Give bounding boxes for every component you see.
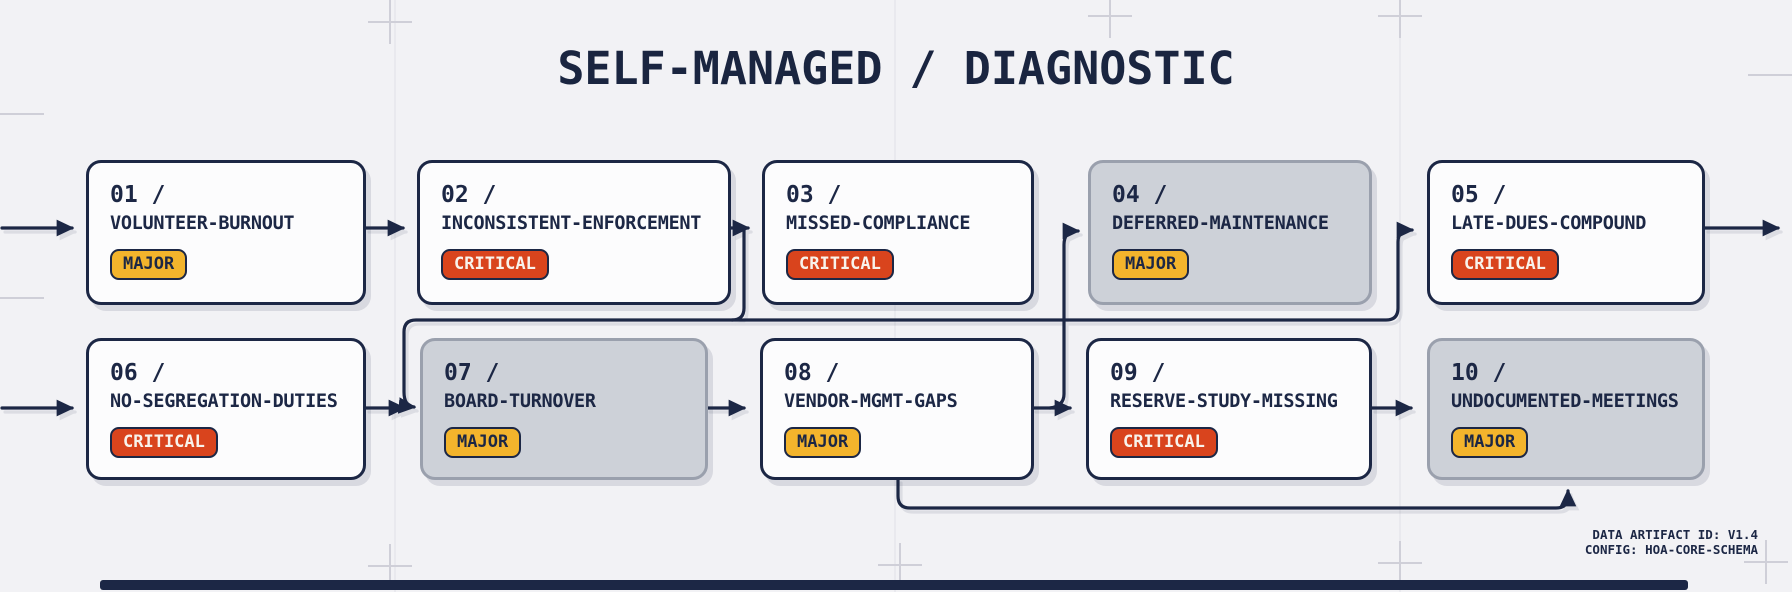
edge-08-loop-to-10 xyxy=(896,477,1577,510)
edge-08-to-04 xyxy=(1048,222,1081,410)
data-artifact-caption: DATA ARTIFACT ID: V1.4 CONFIG: HOA-CORE-… xyxy=(1585,527,1758,557)
node-10-undocumented-meetings: 10 / UNDOCUMENTED-MEETINGS MAJOR xyxy=(1427,338,1705,480)
node-number: 10 / xyxy=(1451,360,1507,386)
edge-bus-left-to-07 xyxy=(397,228,746,414)
node-label: INCONSISTENT-ENFORCEMENT xyxy=(441,213,702,234)
node-09-reserve-study-missing: 09 / RESERVE-STUDY-MISSING CRITICAL xyxy=(1086,338,1372,480)
node-label: NO-SEGREGATION-DUTIES xyxy=(110,391,338,412)
node-number: 09 / xyxy=(1110,360,1166,386)
node-01-volunteer-burnout: 01 / VOLUNTEER-BURNOUT MAJOR xyxy=(86,160,366,305)
artifact-id-line: DATA ARTIFACT ID: V1.4 xyxy=(1592,527,1758,542)
node-number: 06 / xyxy=(110,360,166,386)
node-03-missed-compliance: 03 / MISSED-COMPLIANCE CRITICAL xyxy=(762,160,1034,305)
page-title: SELF-MANAGED / DIAGNOSTIC xyxy=(557,42,1235,95)
node-number: 02 / xyxy=(441,182,497,208)
edge-bus-right-to-05 xyxy=(730,221,1415,322)
node-number: 01 / xyxy=(110,182,166,208)
node-label: LATE-DUES-COMPOUND xyxy=(1451,213,1647,234)
node-08-vendor-mgmt-gaps: 08 / VENDOR-MGMT-GAPS MAJOR xyxy=(760,338,1034,480)
node-number: 08 / xyxy=(784,360,840,386)
severity-badge: CRITICAL xyxy=(441,249,549,280)
node-04-deferred-maintenance: 04 / DEFERRED-MAINTENANCE MAJOR xyxy=(1088,160,1372,305)
severity-badge: CRITICAL xyxy=(110,427,218,458)
severity-badge: MAJOR xyxy=(1112,249,1190,280)
severity-badge: MAJOR xyxy=(110,249,188,280)
severity-badge: CRITICAL xyxy=(1110,427,1218,458)
node-05-late-dues-compound: 05 / LATE-DUES-COMPOUND CRITICAL xyxy=(1427,160,1705,305)
severity-badge: CRITICAL xyxy=(1451,249,1559,280)
severity-badge: MAJOR xyxy=(1451,427,1529,458)
node-label: DEFERRED-MAINTENANCE xyxy=(1112,213,1329,234)
node-label: MISSED-COMPLIANCE xyxy=(786,213,971,234)
node-number: 07 / xyxy=(444,360,500,386)
severity-badge: CRITICAL xyxy=(786,249,894,280)
node-label: RESERVE-STUDY-MISSING xyxy=(1110,391,1338,412)
bottom-rule xyxy=(100,580,1688,590)
node-label: VENDOR-MGMT-GAPS xyxy=(784,391,958,412)
node-label: UNDOCUMENTED-MEETINGS xyxy=(1451,391,1679,412)
node-number: 04 / xyxy=(1112,182,1168,208)
node-label: VOLUNTEER-BURNOUT xyxy=(110,213,295,234)
node-02-inconsistent-enforcement: 02 / INCONSISTENT-ENFORCEMENT CRITICAL xyxy=(417,160,731,305)
severity-badge: MAJOR xyxy=(784,427,862,458)
severity-badge: MAJOR xyxy=(444,427,522,458)
node-number: 05 / xyxy=(1451,182,1507,208)
config-line: CONFIG: HOA-CORE-SCHEMA xyxy=(1584,542,1758,557)
node-07-board-turnover: 07 / BOARD-TURNOVER MAJOR xyxy=(420,338,708,480)
node-06-no-segregation-duties: 06 / NO-SEGREGATION-DUTIES CRITICAL xyxy=(86,338,366,480)
node-number: 03 / xyxy=(786,182,842,208)
node-label: BOARD-TURNOVER xyxy=(444,391,596,412)
